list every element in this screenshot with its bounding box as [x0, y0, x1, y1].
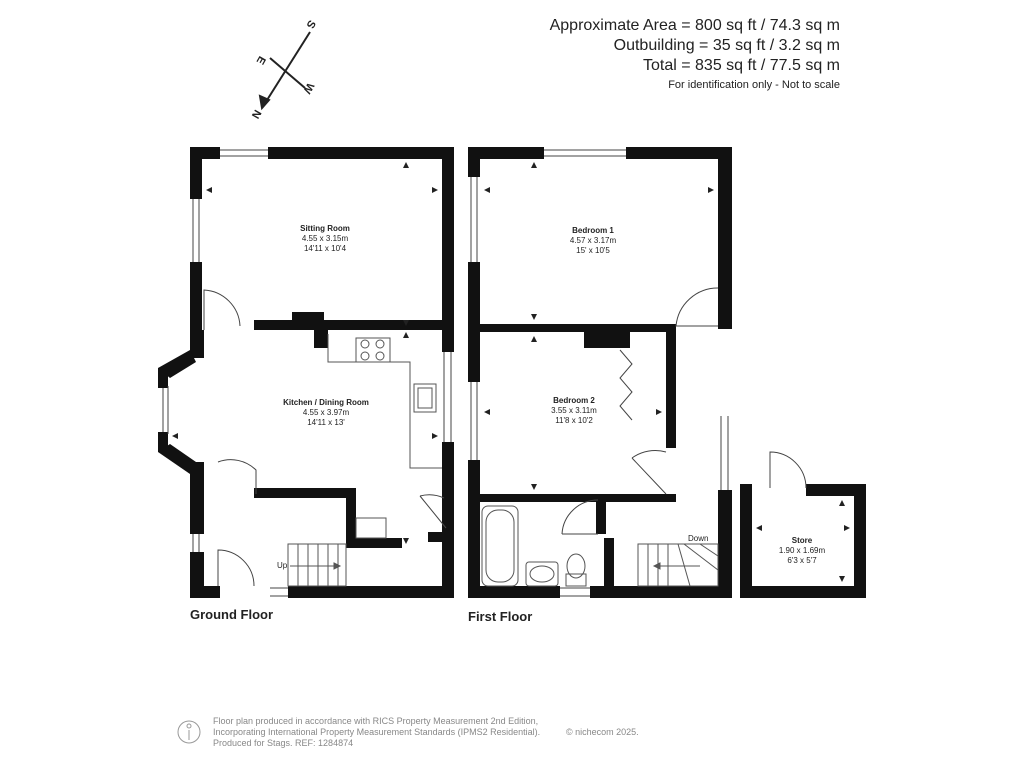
kitchen-counters: [327, 334, 442, 469]
room-label-sitting: Sitting Room 4.55 x 3.15m 14'11 x 10'4: [300, 224, 350, 253]
stairs-up-label: Up: [277, 561, 288, 570]
outbuilding-area: Outbuilding = 35 sq ft / 3.2 sq m: [613, 37, 840, 54]
room-label-bedroom-1: Bedroom 1 4.57 x 3.17m 15' x 10'5: [569, 226, 617, 255]
sitting-door-swing: [203, 289, 241, 330]
footer-line-3: Produced for Stags. REF: 1284874: [213, 738, 354, 748]
room-label-store: Store 1.90 x 1.69m 6'3 x 5'7: [778, 536, 826, 565]
footer-brand: © nichecom 2025.: [566, 727, 639, 737]
hall-walls: [190, 498, 454, 598]
bathroom-fixtures: [481, 505, 587, 587]
dimension-markers: [172, 162, 850, 582]
store-plan: [740, 451, 866, 598]
room-label-bedroom-2: Bedroom 2 3.55 x 3.11m 11'8 x 10'2: [551, 396, 597, 425]
footer-line-1: Floor plan produced in accordance with R…: [213, 716, 539, 726]
kitchen-window-bay: [162, 352, 452, 442]
stairs-down: [637, 543, 719, 587]
compass-arrow: [258, 31, 311, 111]
approximate-area: Approximate Area = 800 sq ft / 74.3 sq m: [549, 17, 840, 34]
area-summary: Approximate Area = 800 sq ft / 74.3 sq m…: [550, 16, 840, 94]
kitchen-walls: [158, 320, 454, 548]
sitting-window-left: [192, 199, 200, 262]
total-area: Total = 835 sq ft / 77.5 sq m: [643, 57, 840, 74]
ground-floor-label: Ground Floor: [190, 607, 274, 622]
footer-line-2: Incorporating International Property Mea…: [213, 727, 541, 737]
first-floor-label: First Floor: [468, 609, 533, 624]
stairs-up: [287, 517, 387, 587]
footer-notes: Floor plan produced in accordance with R…: [213, 716, 540, 749]
stairs-down-label: Down: [688, 534, 709, 543]
ground-floor-plan: [158, 147, 454, 598]
first-floor-plan: [468, 147, 732, 598]
room-label-kitchen: Kitchen / Dining Room 4.55 x 3.97m 14'11…: [283, 398, 369, 427]
nichecom-logo-icon: [177, 720, 201, 744]
scale-note: For identification only - Not to scale: [668, 79, 840, 91]
first-floor-walls: [468, 147, 732, 598]
sitting-window-top: [220, 149, 268, 157]
